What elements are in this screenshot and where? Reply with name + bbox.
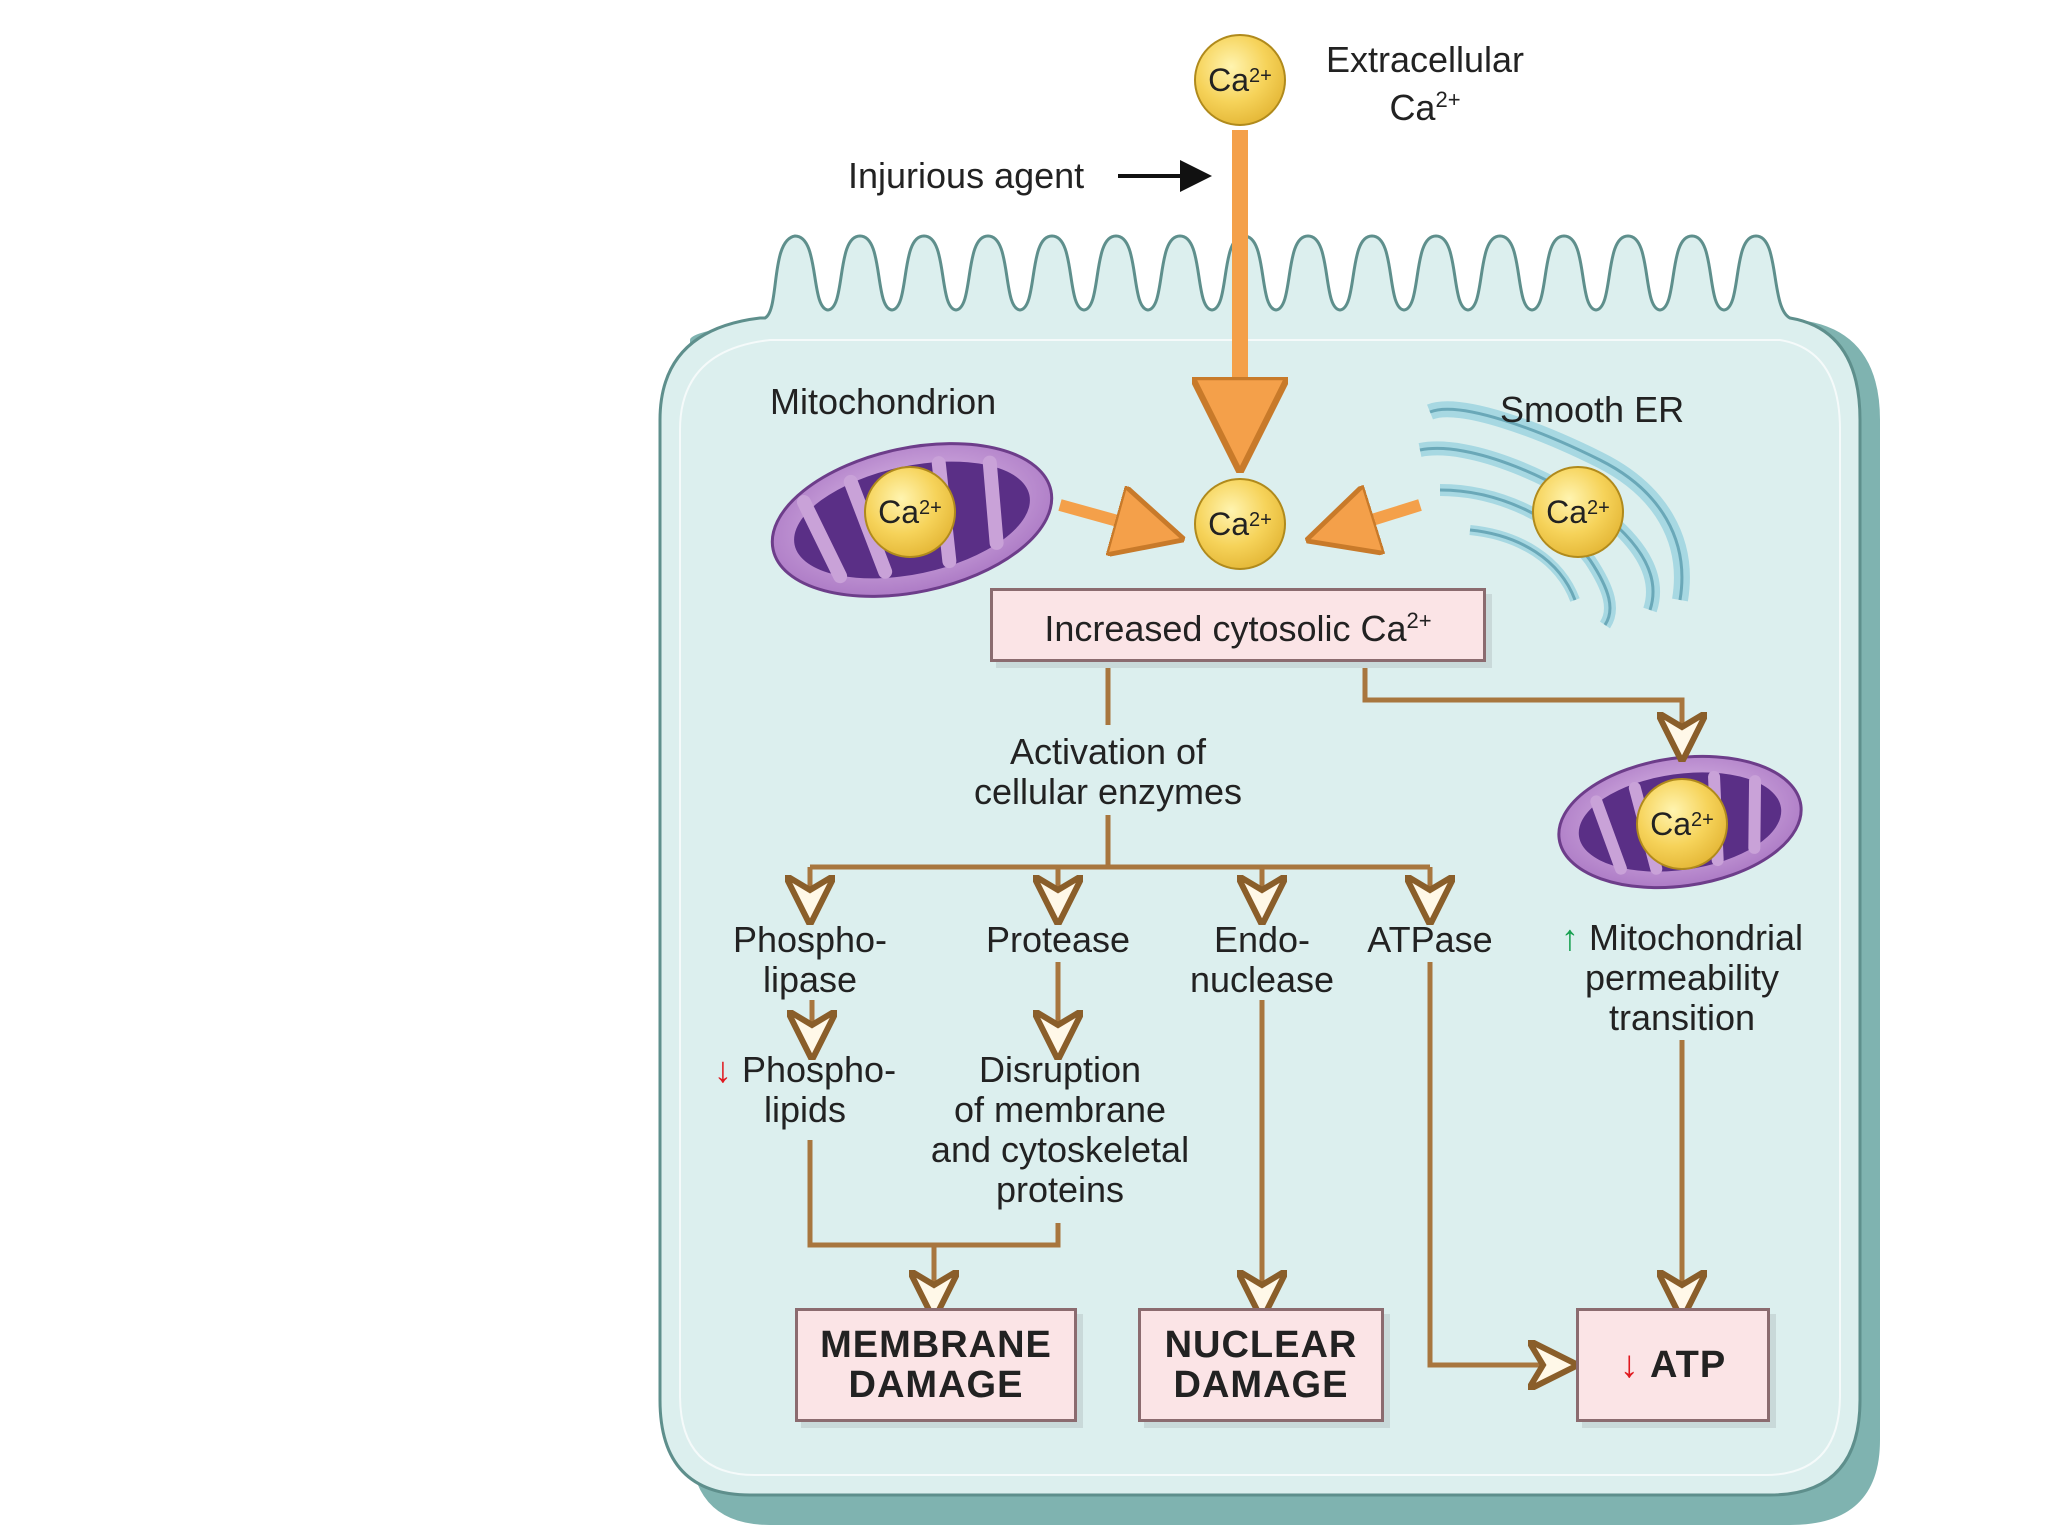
ca-charge: 2+ bbox=[1249, 64, 1272, 87]
ca-charge: 2+ bbox=[1691, 808, 1714, 831]
atpase-to-atp bbox=[1427, 962, 1558, 1365]
phospholipids-line2: lipids bbox=[763, 1089, 847, 1130]
nuclear-damage-text: NUCLEAR DAMAGE bbox=[1165, 1325, 1358, 1405]
smooth-er-label: Smooth ER bbox=[1500, 389, 1685, 430]
membrane-damage-line2: DAMAGE bbox=[848, 1364, 1024, 1406]
pathway-arrows bbox=[810, 660, 1682, 1365]
cell-inner-line bbox=[679, 339, 1841, 1476]
activation-line1: Activation of bbox=[1009, 731, 1207, 772]
to-mitochondrion-arrow bbox=[1362, 660, 1682, 742]
membrane-damage-line1: MEMBRANE bbox=[820, 1324, 1052, 1366]
atp-box: ↓ ATP bbox=[1576, 1308, 1770, 1422]
phospholipase-line2: lipase bbox=[762, 959, 858, 1000]
mpt-line2: permeability bbox=[1584, 957, 1780, 998]
disruption-line2: of membrane bbox=[953, 1089, 1167, 1130]
disruption-line1: Disruption bbox=[978, 1049, 1142, 1090]
phospholipids-label: ↓ Phospho- lipids bbox=[690, 1050, 920, 1130]
extracellular-line1: Extracellular bbox=[1325, 39, 1525, 80]
down-arrow-icon: ↓ bbox=[713, 1049, 732, 1090]
phospholipids-line1: ↓ Phospho- bbox=[713, 1049, 897, 1090]
er-release-arrow bbox=[1340, 505, 1422, 530]
disruption-line4: proteins bbox=[995, 1169, 1125, 1210]
ca-label: Ca bbox=[878, 493, 920, 530]
disruption-label: Disruption of membrane and cytoskeletal … bbox=[905, 1050, 1215, 1210]
nuclear-damage-line2: DAMAGE bbox=[1173, 1364, 1349, 1406]
phospholipase-label: Phospho- lipase bbox=[715, 920, 905, 1000]
phospholipase-line1: Phospho- bbox=[732, 919, 888, 960]
nuclear-damage-box: NUCLEAR DAMAGE bbox=[1138, 1308, 1384, 1422]
ca-label: Ca bbox=[1208, 61, 1250, 98]
mito-release-arrow bbox=[1058, 505, 1150, 530]
extracellular-line2: Ca2+ bbox=[1389, 87, 1461, 128]
ca-label: Ca bbox=[1208, 505, 1250, 542]
mitochondrion-label: Mitochondrion bbox=[770, 381, 997, 422]
endonuclease-label: Endo- nuclease bbox=[1172, 920, 1352, 1000]
extracellular-label: Extracellular Ca2+ bbox=[1310, 40, 1540, 128]
mpt-line3: transition bbox=[1608, 997, 1756, 1038]
ca-charge: 2+ bbox=[1587, 496, 1610, 519]
activation-line2: cellular enzymes bbox=[973, 771, 1243, 812]
membrane-damage-box: MEMBRANE DAMAGE bbox=[795, 1308, 1077, 1422]
ca-charge: 2+ bbox=[919, 496, 942, 519]
nuclear-damage-line1: NUCLEAR bbox=[1164, 1324, 1358, 1366]
activation-label: Activation of cellular enzymes bbox=[928, 732, 1288, 812]
mpt-label: ↑ Mitochondrial permeability transition bbox=[1532, 918, 1832, 1038]
down-arrow-icon: ↓ bbox=[1619, 1344, 1640, 1386]
calcium-influx-arrows bbox=[1058, 130, 1422, 530]
ca-label: Ca bbox=[1546, 493, 1588, 530]
ca-charge: 2+ bbox=[1249, 508, 1272, 531]
ca-label: Ca bbox=[1650, 805, 1692, 842]
atp-text: ↓ ATP bbox=[1619, 1344, 1727, 1386]
atpase-label: ATPase bbox=[1367, 919, 1493, 960]
endonuclease-line1: Endo- bbox=[1213, 919, 1311, 960]
endonuclease-line2: nuclease bbox=[1189, 959, 1335, 1000]
injurious-agent-label: Injurious agent bbox=[848, 155, 1085, 196]
increased-cytosolic-ca-box: Increased cytosolic Ca2+ bbox=[990, 588, 1486, 662]
up-arrow-icon: ↑ bbox=[1560, 917, 1579, 958]
increased-cytosolic-ca-text: Increased cytosolic Ca2+ bbox=[1044, 608, 1432, 649]
membrane-damage-text: MEMBRANE DAMAGE bbox=[820, 1325, 1052, 1405]
disruption-line3: and cytoskeletal bbox=[930, 1129, 1190, 1170]
protease-label: Protease bbox=[985, 919, 1131, 960]
mpt-line1: ↑ Mitochondrial bbox=[1560, 917, 1804, 958]
